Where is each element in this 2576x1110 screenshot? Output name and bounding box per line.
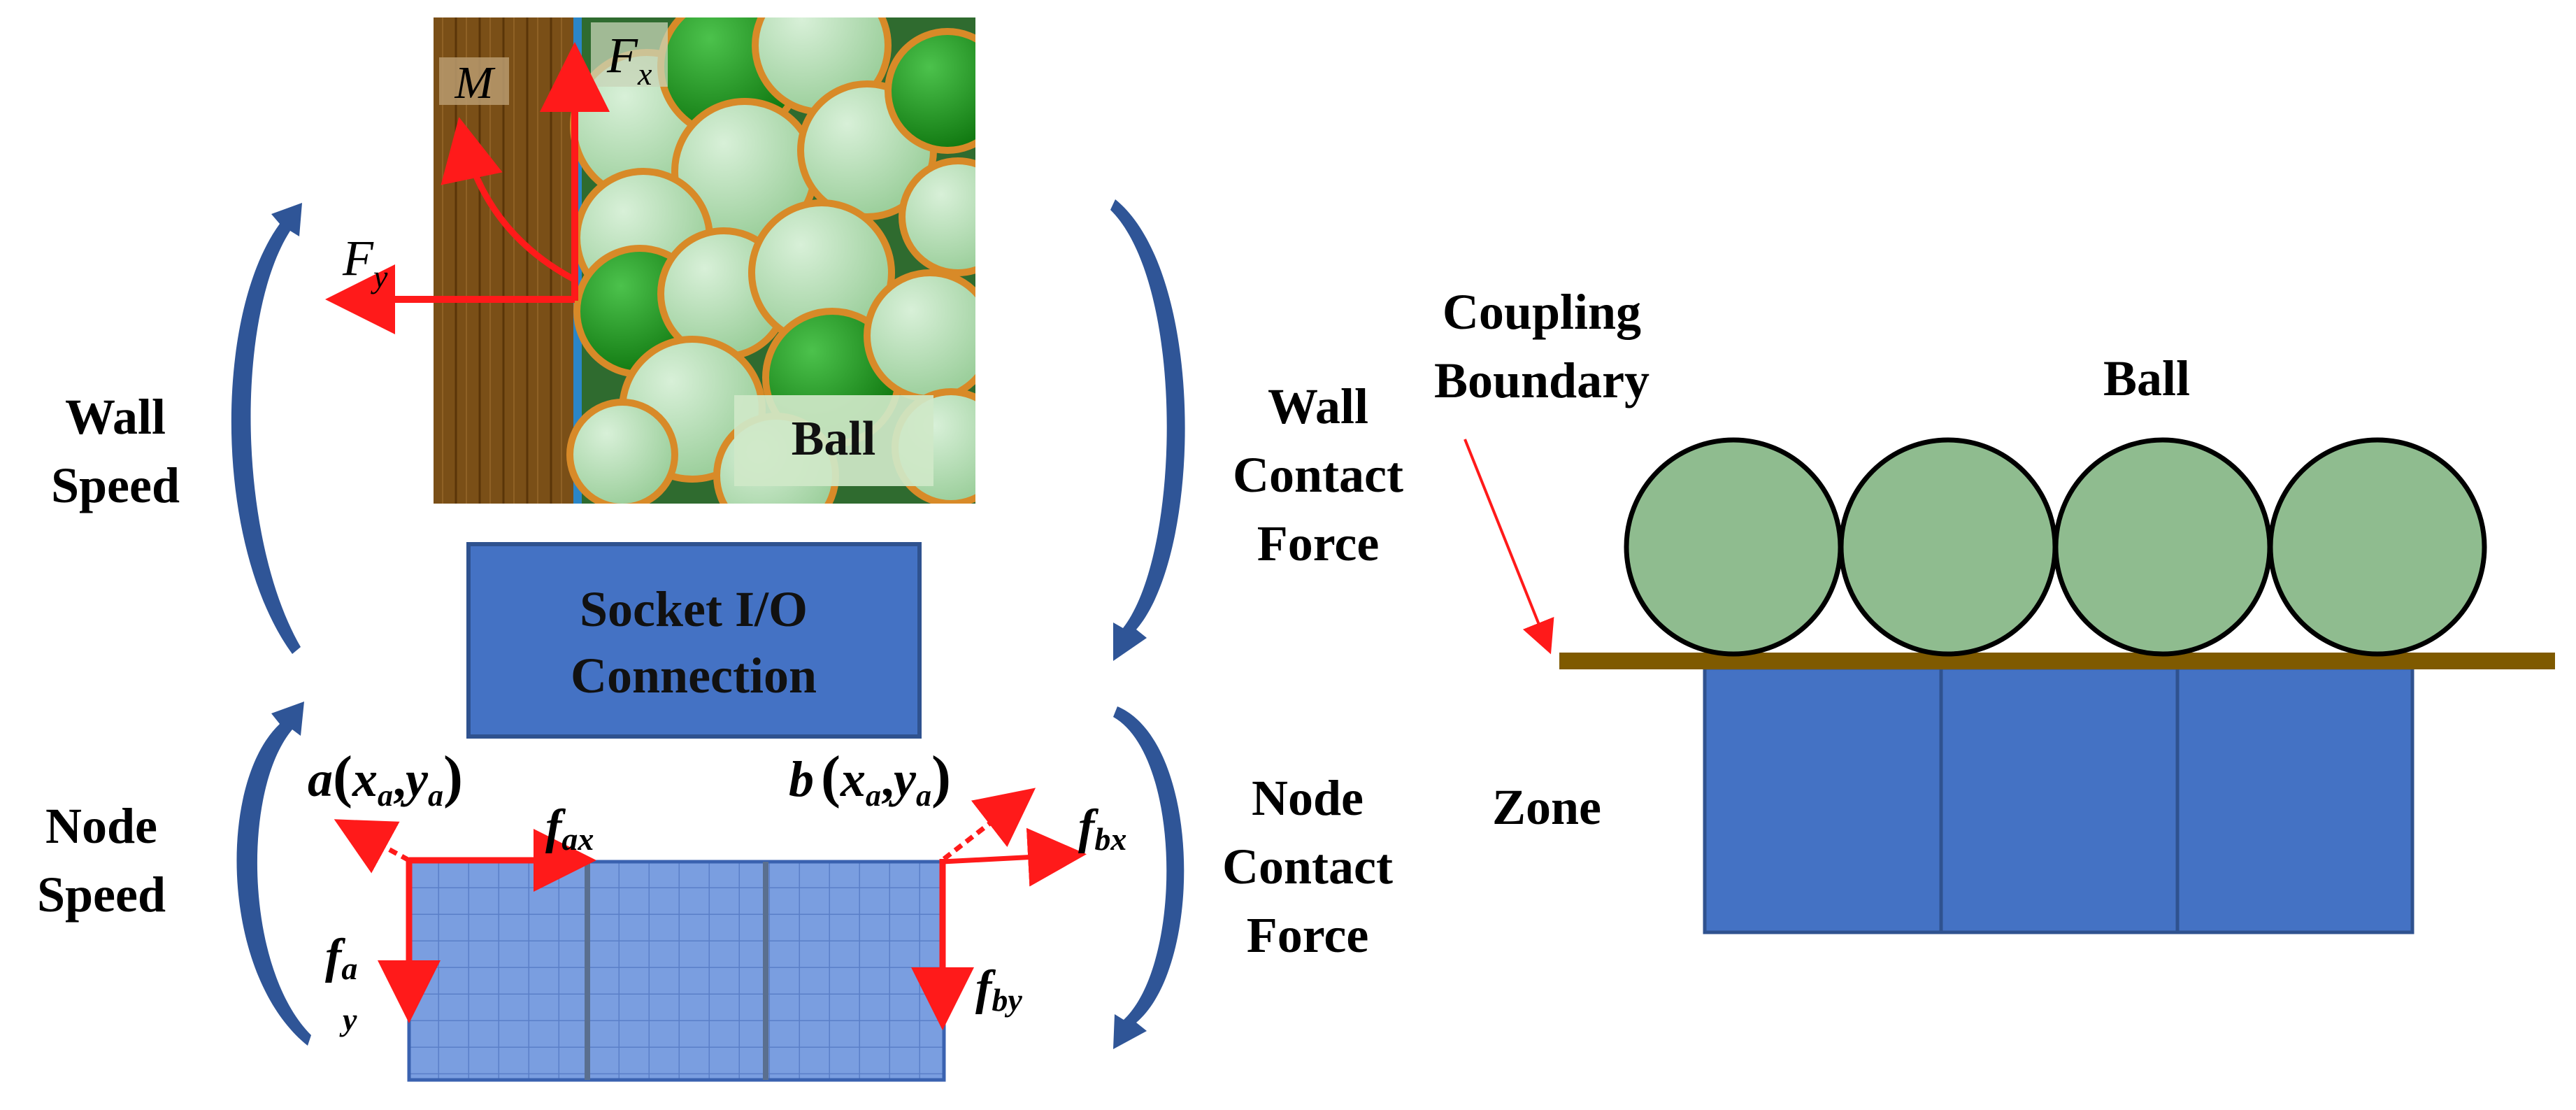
wall-contact-force-label: Wall Contact Force: [1233, 378, 1403, 571]
svg-text:Contact: Contact: [1222, 839, 1393, 895]
ball-right-label: Ball: [2103, 350, 2190, 406]
balls-right: [1624, 437, 2487, 657]
svg-text:Wall: Wall: [65, 389, 166, 445]
m-label-bg: [439, 57, 509, 105]
svg-text:Force: Force: [1257, 515, 1380, 571]
node-contact-force-label: Node Contact Force: [1222, 770, 1393, 963]
fbx-arrow: [942, 827, 1087, 887]
wall-speed-label: Wall Speed: [51, 389, 180, 513]
svg-text:Wall: Wall: [1268, 378, 1368, 434]
node-contact-force-arrow: [1113, 706, 1185, 1049]
coupling-boundary-pointer: [1464, 439, 1554, 655]
moment-label: M: [455, 57, 496, 108]
fay-label: fa: [325, 930, 357, 986]
ball-inset-label-bg: [734, 395, 933, 486]
coupling-boundary-bar: [1559, 653, 2555, 669]
fax-label: fax: [545, 800, 594, 857]
node-b-dotted-arrow: [942, 788, 1036, 861]
curved-arrows: [231, 199, 1185, 1049]
node-b-coord-label: b(xa,ya): [789, 744, 951, 813]
ball-inset-label: Ball: [792, 412, 876, 466]
wall-speed-arrow: [231, 203, 302, 654]
ball-wall-inset: [434, 17, 975, 504]
node-forces: [334, 788, 1087, 1030]
svg-text:Speed: Speed: [37, 867, 166, 923]
svg-text:Connection: Connection: [571, 648, 817, 704]
fbx-label: fbx: [1078, 800, 1126, 857]
fay-label-sub: y: [339, 1002, 357, 1037]
svg-text:Boundary: Boundary: [1434, 353, 1650, 408]
svg-text:Socket I/O: Socket I/O: [580, 581, 808, 637]
wall-forces: [325, 42, 610, 334]
svg-text:Speed: Speed: [51, 457, 180, 513]
socket-io-box: Socket I/O Connection: [466, 542, 922, 739]
fby-label: fby: [975, 961, 1022, 1018]
node-speed-arrow: [236, 702, 311, 1046]
node-a-coord-label: a(xa,ya): [308, 744, 463, 813]
svg-text:Coupling: Coupling: [1443, 284, 1641, 340]
svg-text:Node: Node: [1252, 770, 1364, 826]
fx-label: Fx: [606, 27, 652, 92]
coupling-boundary-label: Coupling Boundary: [1434, 284, 1650, 408]
svg-text:Node: Node: [45, 798, 157, 854]
moment-arrow: [441, 117, 577, 283]
svg-text:Force: Force: [1247, 907, 1369, 963]
svg-text:Contact: Contact: [1233, 447, 1403, 503]
node-speed-label: Node Speed: [37, 798, 166, 923]
wall-contact-force-arrow: [1110, 199, 1185, 661]
node-a-dotted-arrow: [334, 819, 410, 874]
node-mesh: [407, 860, 946, 1082]
zone-blocks: [1703, 666, 2414, 934]
fy-label: Fy: [342, 230, 388, 294]
zone-label: Zone: [1492, 779, 1601, 835]
